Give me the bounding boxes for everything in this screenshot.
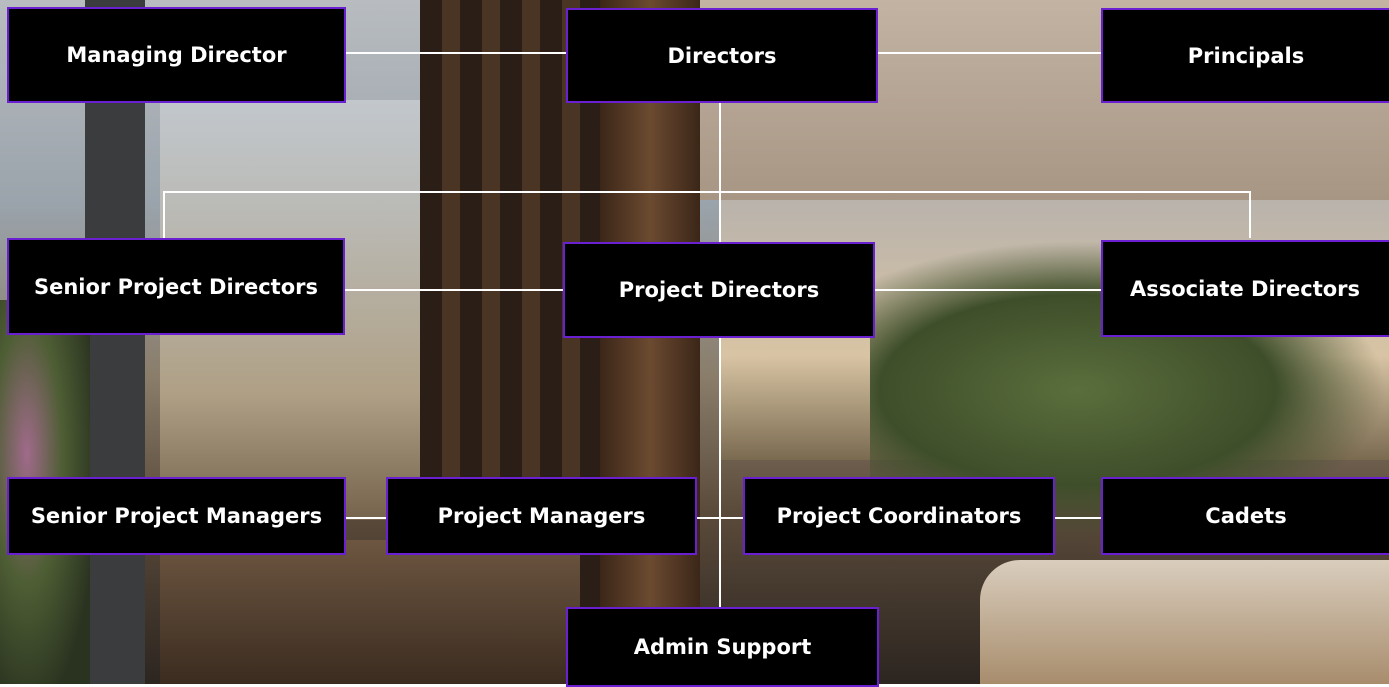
node-admin-support: Admin Support bbox=[566, 607, 879, 687]
node-principals: Principals bbox=[1101, 8, 1389, 103]
node-label: Senior Project Directors bbox=[33, 274, 319, 299]
node-label: Managing Director bbox=[66, 43, 287, 67]
node-label: Project Directors bbox=[618, 278, 820, 302]
node-label: Senior Project Managers bbox=[30, 504, 323, 528]
node-project-coordinators: Project Coordinators bbox=[743, 477, 1055, 555]
dining-table bbox=[980, 560, 1389, 684]
node-cadets: Cadets bbox=[1101, 477, 1389, 555]
connector-line bbox=[163, 191, 1251, 238]
floor bbox=[160, 540, 580, 684]
node-label: Project Managers bbox=[437, 504, 646, 528]
node-label: Principals bbox=[1187, 43, 1305, 68]
node-label: Cadets bbox=[1205, 504, 1287, 528]
node-label: Admin Support bbox=[633, 635, 812, 659]
node-project-managers: Project Managers bbox=[386, 477, 697, 555]
node-label: Directors bbox=[667, 43, 777, 68]
node-label: Project Coordinators bbox=[776, 504, 1022, 528]
node-project-directors: Project Directors bbox=[563, 242, 875, 338]
timber-column bbox=[600, 0, 700, 684]
node-directors: Directors bbox=[566, 8, 878, 103]
node-managing-director: Managing Director bbox=[7, 7, 346, 103]
node-senior-project-managers: Senior Project Managers bbox=[7, 477, 346, 555]
window-frame-left bbox=[85, 0, 145, 684]
node-associate-directors: Associate Directors bbox=[1101, 240, 1389, 337]
node-senior-project-directors: Senior Project Directors bbox=[7, 238, 345, 335]
node-label: Associate Directors bbox=[1129, 276, 1361, 301]
